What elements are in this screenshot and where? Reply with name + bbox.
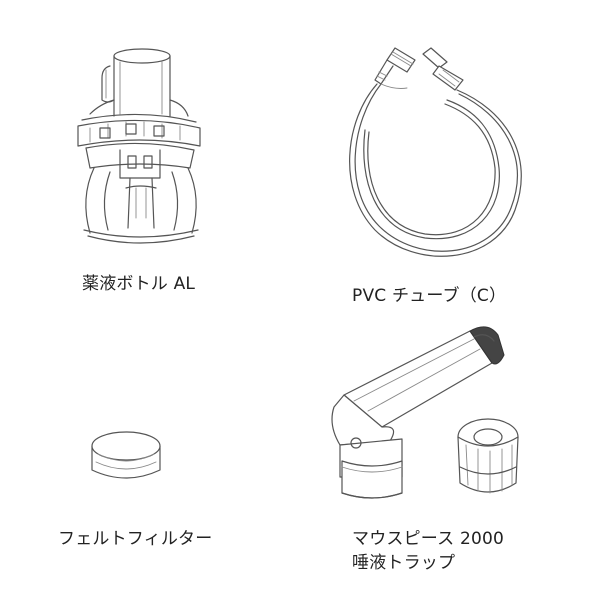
mouthpiece-icon (331, 326, 519, 499)
tube-icon (349, 47, 522, 257)
saliva-trap-label: 唾液トラップ (352, 553, 456, 573)
tube-label: PVC チューブ（C） (352, 286, 507, 306)
mouthpiece-label: マウスピース 2000 (352, 529, 505, 549)
felt-filter-icon (91, 431, 161, 479)
medicine-bottle-label: 薬液ボトル AL (82, 274, 196, 294)
felt-filter-label: フェルトフィルター (58, 529, 213, 549)
medicine-bottle-icon (77, 48, 201, 244)
